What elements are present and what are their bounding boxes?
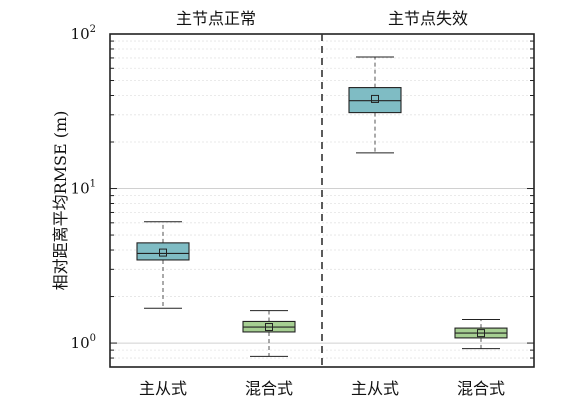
y-tick-label-10e1: 101 [71, 179, 96, 198]
box-3 [348, 56, 402, 154]
box-4 [454, 319, 508, 350]
box-layer [136, 56, 508, 357]
y-axis-label: 相对距离平均RMSE (m) [51, 111, 70, 291]
box-iqr [136, 242, 190, 261]
category-label-master-slave-1: 主从式 [139, 379, 187, 398]
category-label-master-slave-2: 主从式 [351, 379, 399, 398]
box-1 [136, 221, 190, 309]
mean-marker [371, 94, 379, 103]
section-label-master-failed: 主节点失效 [388, 9, 468, 28]
mean-marker [477, 329, 485, 338]
y-tick-label-10e0: 100 [71, 333, 96, 352]
category-label-hybrid-2: 混合式 [457, 379, 505, 398]
mean-marker [159, 248, 167, 257]
box-iqr [348, 87, 402, 114]
box-2 [242, 310, 296, 357]
section-label-master-normal: 主节点正常 [176, 9, 256, 28]
y-tick-label-10e2: 102 [71, 24, 96, 43]
mean-marker [265, 323, 273, 332]
category-label-hybrid-1: 混合式 [245, 379, 293, 398]
